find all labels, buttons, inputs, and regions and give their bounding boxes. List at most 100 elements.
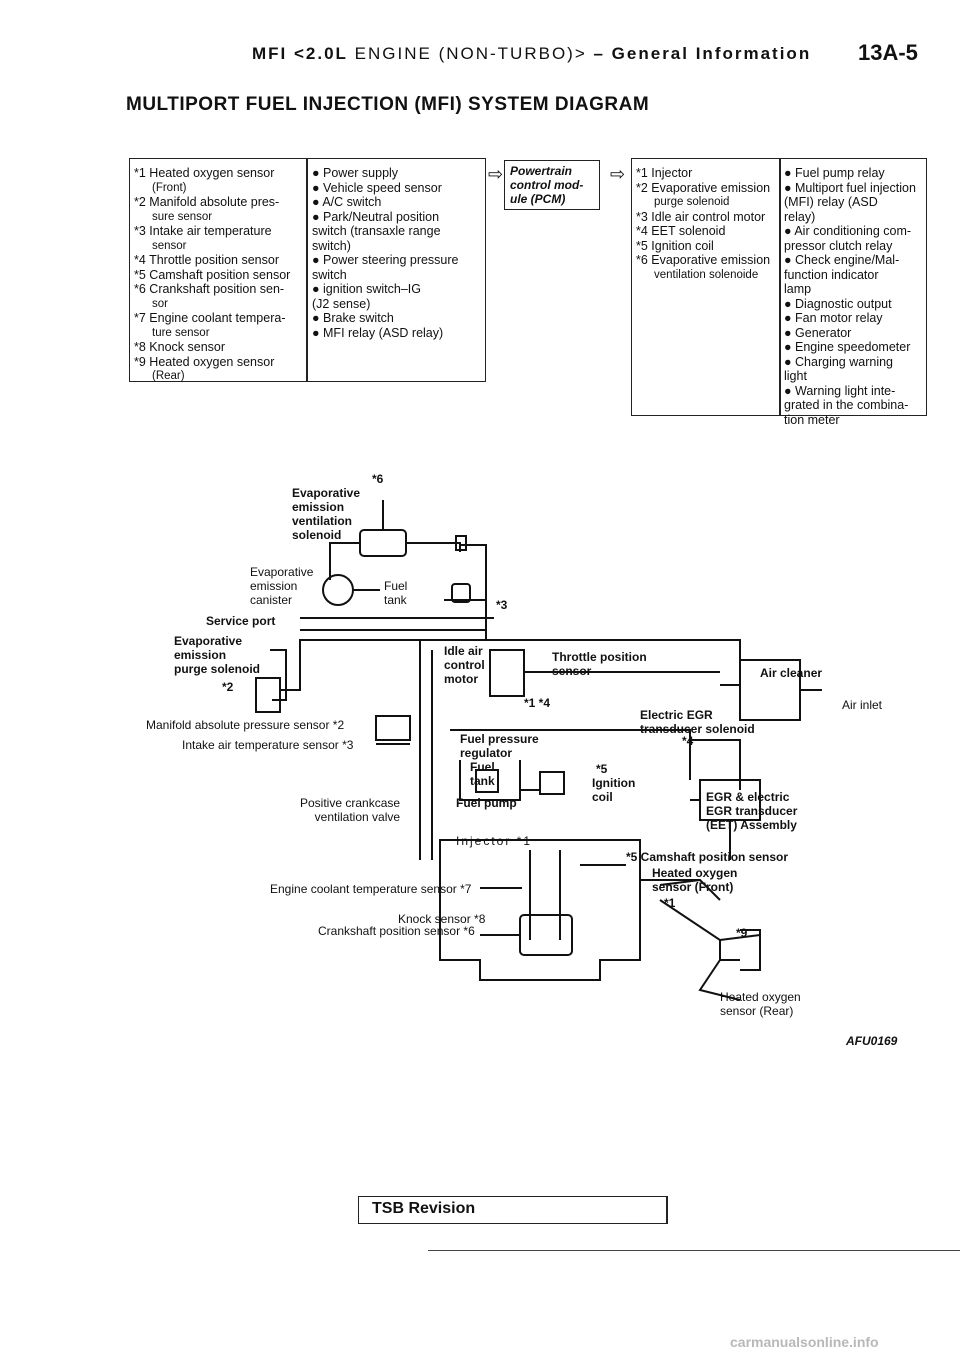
output-item: ● Generator: [784, 325, 852, 340]
label-line: Throttle position: [552, 650, 647, 664]
piston-shape: [519, 914, 573, 956]
label-line: sensor: [552, 664, 592, 678]
input-item: ● Power steering pressure: [312, 253, 459, 267]
sensor-item: *9 Heated oxygen sensor: [134, 354, 275, 369]
egr-assembly-shape: [690, 739, 761, 821]
label-line: Heated oxygen: [652, 866, 738, 880]
pcm-box: [504, 160, 600, 210]
throttle-body-shape: [489, 649, 525, 697]
sensor-item: (Front): [152, 181, 187, 194]
evap-vent-solenoid-shape: [359, 529, 407, 557]
label-line: Fuel: [384, 579, 408, 593]
label-line: Idle air: [444, 644, 483, 658]
sensor-item: *2 Manifold absolute pres-: [134, 195, 280, 209]
input-arrow-icon: ⇨: [488, 164, 504, 184]
mark-4: *4: [682, 734, 694, 748]
output-item: ● Charging warning: [784, 354, 893, 369]
actuator-table-divider: [779, 158, 781, 416]
label-line: solenoid: [292, 528, 342, 542]
actuator-item: *2 Evaporative emission: [636, 180, 771, 195]
label-line: Powertrain: [510, 164, 573, 178]
injector-label: Injector *1: [456, 834, 533, 848]
sensor-input-table: [129, 158, 486, 382]
section-model: MFI <2.0L: [252, 44, 348, 63]
sensor-item: *6 Crankshaft position sen-: [134, 282, 285, 296]
sensor-item: *7 Engine coolant tempera-: [134, 311, 286, 325]
output-item: relay): [784, 209, 816, 224]
input-item: ● ignition switch–IG: [312, 282, 421, 296]
label-line: Electric EGR: [640, 708, 713, 722]
output-item: ● Diagnostic output: [784, 296, 892, 311]
label-line: Evaporative: [250, 565, 314, 579]
label-line: emission: [174, 648, 227, 662]
actuator-item: ventilation solenoide: [654, 268, 759, 281]
label-line: Heated oxygen: [720, 990, 801, 1004]
canister-shape: [322, 574, 354, 606]
revision-box: [358, 1196, 668, 1224]
vent-filter-shape: [455, 535, 467, 551]
sensor-item: *5 Camshaft position sensor: [134, 267, 291, 282]
output-item: ● Fan motor relay: [784, 311, 883, 325]
input-item: ● Park/Neutral position: [312, 209, 440, 224]
evap-vent-mark: *6: [372, 472, 384, 486]
output-arrow-icon: ⇨: [610, 164, 626, 184]
actuator-item: *4 EET solenoid: [636, 224, 726, 238]
purge-solenoid-shape: [255, 677, 281, 713]
section-topic: – General Information: [593, 44, 812, 63]
sensor-item: ture sensor: [152, 326, 210, 339]
input-item: ● MFI relay (ASD relay): [312, 325, 444, 340]
output-item: grated in the combina-: [784, 398, 909, 412]
sensor-item: *8 Knock sensor: [134, 340, 226, 354]
mark-5: *5: [596, 762, 608, 776]
output-item: ● Fuel pump relay: [784, 166, 885, 180]
label-line: coil: [592, 790, 613, 804]
label-line: control: [444, 658, 485, 672]
map-sensor-label: Manifold absolute pressure sensor *2: [146, 718, 345, 732]
page-title: MULTIPORT FUEL INJECTION (MFI) SYSTEM DI…: [126, 94, 650, 115]
output-item: ● Check engine/Mal-: [784, 253, 900, 267]
mark-2: *2: [222, 680, 234, 694]
fuel-pump-label: Fuel pump: [456, 796, 517, 810]
mark-3: *3: [496, 598, 508, 612]
label-line: control mod-: [510, 178, 584, 192]
output-item: ● Multiport fuel injection: [784, 180, 916, 195]
section-header: MFI <2.0L ENGINE (NON-TURBO)> – General …: [252, 44, 811, 64]
output-item: function indicator: [784, 267, 879, 282]
output-item: light: [784, 369, 807, 383]
ignition-coil-shape: [539, 771, 565, 795]
output-item: pressor clutch relay: [784, 238, 893, 253]
mark-9: *9: [736, 926, 748, 940]
label-line: Ignition: [592, 776, 636, 790]
output-item: ● Warning light inte-: [784, 383, 896, 398]
label-line: Positive crankcase: [300, 796, 401, 810]
outputs-list: ● Fuel pump relay● Multiport fuel inject…: [784, 166, 926, 427]
sensor-item: sor: [152, 297, 168, 310]
label-line: ule (PCM): [510, 192, 566, 206]
label-line: tank: [470, 774, 495, 788]
section-engine: ENGINE (NON-TURBO)>: [354, 44, 587, 63]
input-item: switch (transaxle range: [312, 224, 441, 238]
label-line: EGR & electric: [706, 790, 790, 804]
output-item: lamp: [784, 282, 812, 296]
iat-sensor-label: Intake air temperature sensor *3: [182, 738, 354, 752]
air-inlet-label: Air inlet: [842, 698, 883, 712]
service-port-label: Service port: [206, 614, 276, 628]
label-line: emission: [292, 500, 345, 514]
input-item: (J2 sense): [312, 296, 371, 311]
engine-block-shape: [439, 839, 641, 981]
label-line: purge solenoid: [174, 662, 261, 676]
actuator-item: *3 Idle air control motor: [636, 209, 766, 224]
input-item: switch: [312, 267, 347, 282]
